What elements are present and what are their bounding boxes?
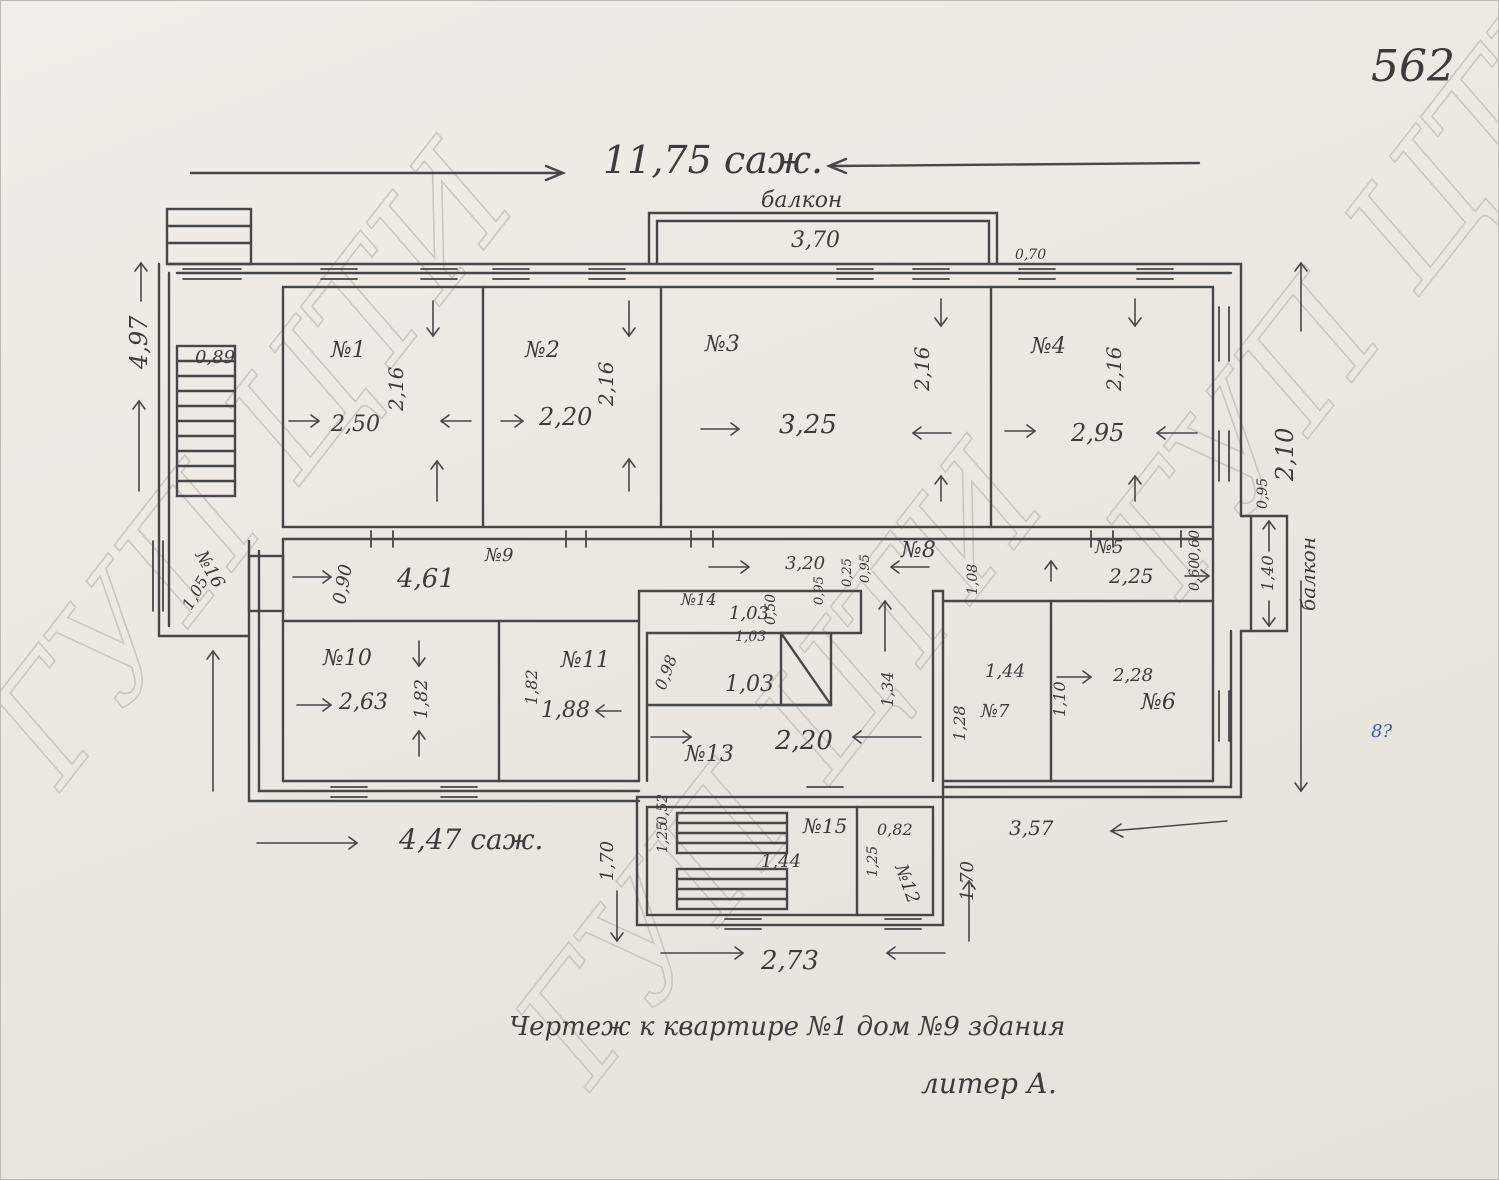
room-3-depth: 2,16 — [910, 346, 934, 392]
top-balcony-depth: 0,70 — [1015, 247, 1046, 263]
room-15-width: 1,44 — [761, 851, 801, 872]
room-3-width: 3,25 — [779, 410, 837, 440]
room-10-depth: 1,82 — [411, 679, 432, 719]
bottom-right-dim: 3,57 — [1009, 816, 1054, 840]
room-8-width: 3,20 — [785, 553, 825, 574]
room-1-depth: 2,16 — [384, 366, 408, 412]
room-5-width: 2,25 — [1108, 564, 1154, 588]
room-10-width: 2,63 — [338, 690, 388, 715]
room-10-id: №10 — [322, 646, 372, 671]
room-13-mid-dim: 1,03 — [725, 672, 774, 697]
room-4-width: 2,95 — [1070, 419, 1124, 447]
room-14-depth: 0,50 — [763, 594, 779, 625]
room-1-width: 2,50 — [330, 412, 380, 437]
room-14-id: №14 — [680, 590, 717, 609]
room-4-depth: 2,16 — [1102, 346, 1126, 392]
room-4-id: №4 — [1030, 334, 1066, 359]
bottom-left-dim: 4,47 саж. — [398, 823, 543, 856]
room-3-id: №3 — [704, 332, 740, 357]
room-11-id: №11 — [560, 648, 610, 673]
room-8-depth-dim: 0,95 — [812, 576, 827, 605]
right-balcony-label: балкон — [1296, 537, 1320, 611]
room-9-depth: 0,90 — [329, 563, 357, 606]
room-14-depth-dim: 1,03 — [735, 629, 766, 645]
top-balcony-label: балкон — [761, 188, 842, 213]
watermark-text-1: ГУП ЦТИ — [1, 114, 552, 815]
stair-width-dim: 0,89 — [195, 347, 235, 368]
room-2-id: №2 — [524, 338, 560, 363]
room-2-depth: 2,16 — [594, 361, 618, 407]
top-balcony-width: 3,70 — [791, 228, 840, 253]
room-12-id: №12 — [890, 861, 924, 907]
room-6-id: №6 — [1140, 690, 1176, 715]
room-12-width: 0,82 — [877, 820, 913, 839]
room-12-depth: 1,25 — [865, 846, 881, 877]
left-side-dim: 4,97 — [125, 315, 153, 370]
room-15-depth-dim: 0,52 — [655, 794, 671, 825]
room-15-depth: 1,25 — [655, 822, 671, 853]
caption-line-2: литер А. — [921, 1067, 1057, 1100]
room-13-id: №13 — [684, 742, 734, 767]
room-6-width: 2,28 — [1112, 665, 1153, 686]
blue-pencil-note: 8? — [1371, 721, 1392, 742]
room-7-depth: 1,28 — [950, 705, 969, 741]
right-side-dim: 2,10 — [1271, 428, 1299, 482]
dimension-labels: 4,97 0,89 2,10 0,95 1,40 балкон 4,47 саж… — [125, 315, 1320, 976]
room-2-width: 2,20 — [538, 403, 592, 431]
room-7-width: 1,44 — [985, 661, 1025, 682]
room-13-depth: 1,34 — [878, 671, 897, 707]
room-11-depth: 1,82 — [522, 669, 541, 705]
caption-line-1: Чертеж к квартире №1 дом №9 здания — [509, 1012, 1065, 1042]
stair-wing-dim: 2,73 — [760, 946, 819, 976]
room-6-depth: 1,10 — [1050, 681, 1069, 717]
room-9-id: №9 — [484, 545, 514, 566]
room-5-id: №5 — [1094, 537, 1124, 558]
walls — [132, 157, 1308, 960]
room-7-id: №7 — [980, 701, 1010, 722]
room-7-depth-dim: 1,08 — [965, 564, 981, 595]
room-14-width: 1,03 — [729, 603, 769, 624]
stair-wing-depth-left: 1,70 — [597, 841, 618, 881]
right-balcony-depth: 1,40 — [1258, 555, 1277, 591]
room-6-depth-dim: 0,60 — [1187, 530, 1203, 561]
stair-wing-depth-right: 1,70 — [957, 861, 978, 901]
overall-length-label: 11,75 саж. — [603, 138, 823, 182]
room-8-depth: 0,95 — [858, 554, 873, 583]
room-1-id: №1 — [330, 338, 366, 363]
right-balcony-width: 0,95 — [1255, 478, 1271, 509]
room-15-id: №15 — [802, 814, 847, 838]
room-11-width: 1,88 — [541, 698, 590, 723]
room-8-id: №8 — [900, 538, 936, 563]
room-9-width: 4,61 — [396, 564, 455, 594]
sheet-number: 562 — [1371, 41, 1455, 92]
room-labels: №1 2,50 2,16 №2 2,20 2,16 №3 3,25 2,16 №… — [178, 332, 1203, 906]
room-13-width: 2,20 — [774, 726, 833, 756]
room-5-depth: 0,60 — [1187, 560, 1203, 591]
room-13-depth-dim: 0,98 — [651, 652, 681, 692]
stairs-hall-depth-dim: 0,25 — [840, 558, 855, 587]
